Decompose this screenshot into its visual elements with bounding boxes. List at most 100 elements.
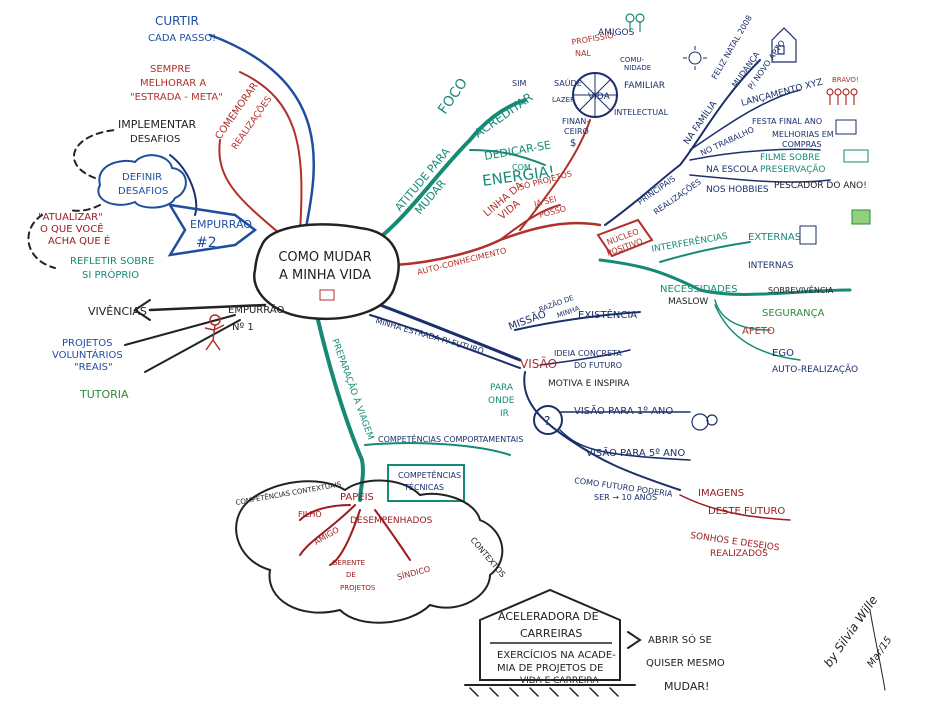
branch-projetos: [124, 314, 236, 346]
label-compras: COMPRAS: [782, 140, 821, 149]
label-na-escola: NA ESCOLA: [706, 165, 759, 175]
label-projetos: PROJETOS: [340, 584, 376, 592]
label-deste-futuro: DESTE FUTURO: [708, 506, 785, 517]
label-ser: SER → 10 ANOS: [594, 493, 657, 502]
label-melhorias: MELHORIAS EM: [772, 130, 834, 139]
label-curtir: CURTIR: [155, 14, 199, 28]
branch-to-life-wheel: [519, 119, 591, 231]
label-amigos: AMIGOS: [598, 28, 635, 38]
label-voluntarios: VOLUNTÁRIOS: [52, 348, 123, 361]
label-filme: FILME SOBRE: [760, 153, 820, 163]
label-realizados: REALIZADOS: [710, 549, 768, 559]
label-papeis: PAPÉIS: [340, 490, 374, 503]
label-vivencias: VIVÊNCIAS: [88, 305, 147, 318]
vivencias-arrowhead: [133, 299, 151, 321]
house-icon: [771, 27, 797, 63]
contextos-cloud: [235, 479, 504, 624]
label-empurrao1: EMPURRÃO: [228, 303, 284, 316]
cycle-arrow-2: [27, 214, 56, 269]
label-num1: Nº 1: [232, 322, 254, 333]
branch-vivencias: [148, 303, 267, 312]
ground-hatch: [469, 687, 619, 697]
label-o-que: O QUE VOCÊ: [40, 222, 104, 235]
label-dollar: $: [570, 138, 576, 149]
label-visao1: VISÃO PARA 1º ANO: [574, 404, 673, 417]
comp-tecnicas-box: [387, 464, 465, 502]
label-acc-title2: CARREIRAS: [520, 627, 582, 640]
label-si-proprio: SI PRÓPRIO: [82, 268, 139, 281]
label-estrada: "ESTRADA - META": [130, 92, 223, 103]
label-onde: ONDE: [488, 396, 515, 406]
label-desempenhados: DESEMPENHADOS: [350, 516, 433, 526]
abrir-arrow: [627, 631, 642, 649]
branch-necessidades: [598, 258, 852, 296]
label-do-futuro: DO FUTURO: [574, 361, 622, 370]
label-implementar: IMPLEMENTAR: [118, 118, 197, 131]
branch-escola: [689, 148, 821, 161]
label-sempre: SEMPRE: [150, 64, 191, 75]
label-comunidade: COMU-: [620, 56, 645, 64]
label-filho: FILHO: [298, 510, 322, 519]
label-de: DE: [346, 571, 356, 579]
branch-comp-comport: [364, 442, 511, 456]
definir-desafios-cloud: [97, 154, 187, 209]
label-bravo: BRAVO!: [832, 76, 859, 84]
label-saude: SAÚDE: [554, 77, 582, 88]
branch-tutoria: [144, 319, 241, 373]
label-acc-ex2: MIA DE PROJETOS DE: [497, 663, 603, 674]
stick-figure-icon: [204, 314, 225, 351]
branch-curtir: [208, 33, 316, 234]
center-bubble: [253, 223, 400, 320]
label-com: COM: [512, 163, 531, 172]
branch-hobbies: [689, 174, 831, 183]
accelerator-group: ACELERADORA DE CARREIRAS EXERCÍCIOS NA A…: [490, 610, 725, 693]
empurrao2-arrow: [167, 203, 258, 257]
label-comp-tec2: TÉCNICAS: [403, 481, 444, 492]
accelerator-house: [479, 588, 621, 681]
label-num2: #2: [196, 235, 217, 251]
label-necessidades: NECESSIDADES: [660, 284, 737, 295]
fish-icon: [851, 209, 871, 225]
face-icon: [691, 413, 718, 431]
label-para: PARA: [490, 383, 514, 393]
label-question: ?: [544, 414, 550, 428]
center-logo-icon: [319, 289, 335, 301]
cycle-arrow-1: [73, 129, 116, 179]
label-maslow: MASLOW: [668, 297, 708, 307]
label-atualizar: "ATUALIZAR": [38, 212, 103, 223]
branch-amigo: [299, 504, 356, 556]
branch-gerente: [329, 509, 361, 566]
branch-missao: [514, 311, 641, 331]
people-icon: [625, 13, 645, 32]
label-lazer: LAZER: [552, 96, 575, 104]
label-visao5: VISÃO PARA 5º ANO: [586, 446, 685, 459]
life-wheel-spokes: [572, 72, 618, 118]
label-desafios: DESAFIOS: [130, 134, 180, 145]
imagens-line: [679, 494, 791, 521]
question-circle: [533, 405, 563, 435]
crowd-icon: [826, 88, 858, 105]
label-ir: IR: [500, 409, 509, 419]
branch-dedicar: [469, 149, 546, 166]
branch-para-onde: [523, 371, 681, 491]
label-internas: INTERNAS: [748, 261, 794, 271]
door-icon: [799, 225, 817, 245]
film-icon: [843, 149, 869, 163]
label-quiser: QUISER MESMO: [646, 658, 725, 669]
label-projetos: PROJETOS: [62, 338, 112, 349]
label-nos-hobbies: NOS HOBBIES: [706, 185, 769, 195]
label-acc-ex1: EXERCÍCIOS NA ACADE-: [497, 648, 616, 661]
branch-visao: [539, 349, 631, 366]
nucleo-positivo-box: [596, 218, 654, 258]
checklist-icon: [835, 119, 857, 135]
label-motiva: MOTIVA E INSPIRA: [548, 379, 630, 389]
label-empurrao2: EMPURRÃO: [190, 218, 252, 231]
branch-preparacao: [316, 318, 365, 502]
sun-icon: [683, 46, 707, 70]
maslow-line-1: [714, 299, 771, 331]
label-sobrevivencia: SOBREVIVÊNCIA: [768, 284, 834, 295]
branch-future-2: [369, 314, 521, 369]
label-refletir: REFLETIR SOBRE: [70, 256, 154, 267]
branch-atitude: [353, 98, 527, 257]
branch-realizacoes: [604, 59, 761, 226]
